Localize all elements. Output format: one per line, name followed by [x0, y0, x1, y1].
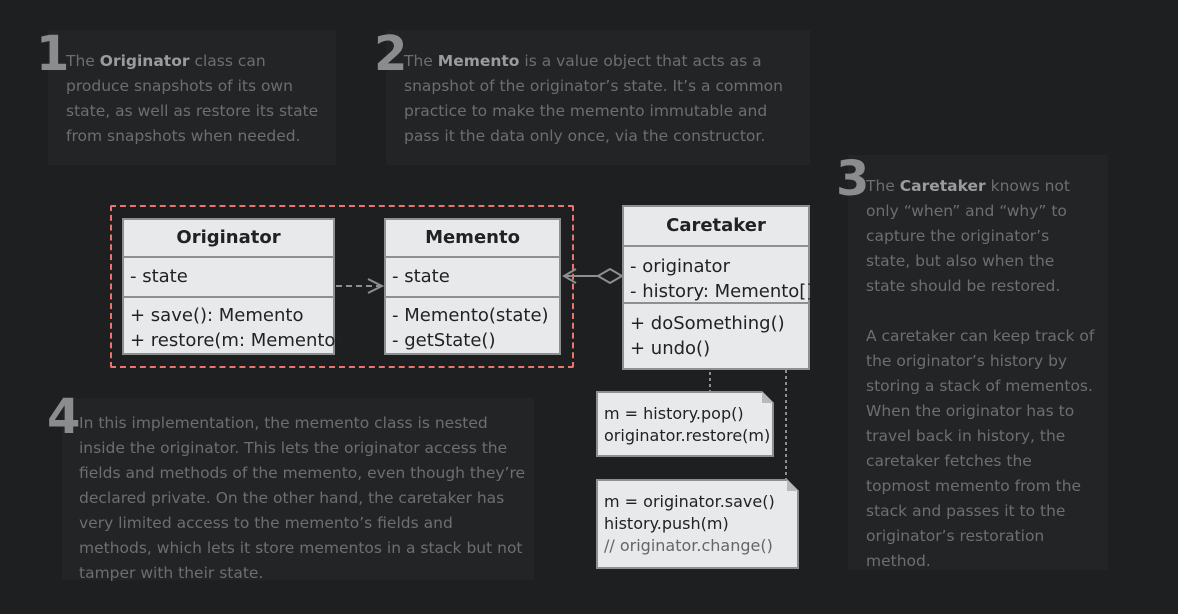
note-corner-fold [787, 479, 799, 491]
caption-caretaker: The Caretaker knows not only “when” and … [866, 174, 1098, 574]
class-fields: - state [124, 258, 333, 298]
field: - history: Memento[] [630, 281, 814, 302]
step-number-1: 1 [36, 26, 70, 82]
caption-nested-class: In this implementation, the memento clas… [79, 414, 526, 582]
memento-class: Memento - state - Memento(state) - getSt… [384, 218, 561, 355]
caption-panel-3 [848, 155, 1108, 570]
field: - originator [630, 256, 730, 277]
caretaker-class: Caretaker - originator - history: Mement… [622, 205, 814, 370]
caption-caretaker-history: A caretaker can keep track of the origin… [866, 327, 1095, 570]
note-corner-fold [762, 391, 774, 403]
step-number-4: 4 [47, 389, 81, 445]
caption-keyword: Originator [99, 52, 190, 70]
step-number-2: 2 [374, 26, 408, 82]
caption-keyword: Caretaker [899, 177, 986, 195]
method: - Memento(state) [392, 305, 549, 326]
nested-class-boundary [110, 205, 574, 368]
method: - getState() [392, 330, 496, 351]
code-comment: // originator.change() [604, 536, 773, 555]
code-line: m = originator.save() [604, 492, 775, 511]
field: - state [392, 266, 450, 287]
class-name: Caretaker [624, 207, 808, 247]
do-something-code-note: m = originator.save() history.push(m) //… [596, 479, 799, 569]
code-line: originator.restore(m) [604, 426, 771, 445]
class-name: Originator [124, 220, 333, 258]
caption-panel-1 [48, 30, 336, 165]
dependency-arrowhead [367, 278, 385, 294]
code-line: m = history.pop() [604, 404, 744, 423]
class-name: Memento [386, 220, 559, 258]
undo-code-note: m = history.pop() originator.restore(m) [596, 391, 774, 457]
caption-panel-4 [62, 398, 534, 580]
method: + undo() [630, 338, 711, 359]
class-fields: - originator - history: Memento[] [624, 247, 814, 304]
method: + doSomething() [630, 313, 785, 334]
caption-originator: The Originator class can produce snapsho… [66, 52, 319, 145]
class-methods: + doSomething() + undo() [624, 304, 808, 361]
caption-keyword: Memento [437, 52, 520, 70]
caption-panel-2 [386, 30, 810, 165]
code-line: history.push(m) [604, 514, 729, 533]
method: + restore(m: Memento) [130, 330, 343, 351]
class-methods: + save(): Memento + restore(m: Memento) [124, 298, 343, 353]
originator-class: Originator - state + save(): Memento + r… [122, 218, 343, 355]
field: - state [130, 266, 188, 287]
class-fields: - state [386, 258, 559, 298]
class-methods: - Memento(state) - getState() [386, 298, 559, 353]
method: + save(): Memento [130, 305, 304, 326]
caption-memento: The Memento is a value object that acts … [404, 52, 783, 145]
aggregation-diamond [596, 267, 624, 285]
aggregation-arrowhead [562, 268, 577, 284]
step-number-3: 3 [836, 151, 870, 207]
